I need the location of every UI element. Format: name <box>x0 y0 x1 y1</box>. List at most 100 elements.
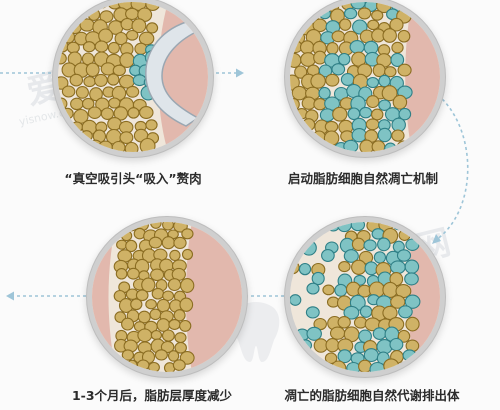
fat-cell <box>359 139 374 152</box>
dying-fat-cell <box>405 238 420 251</box>
fat-cell <box>82 41 96 53</box>
fat-cell <box>337 316 351 329</box>
fat-cell <box>108 97 121 109</box>
dying-fat-cell <box>306 326 322 341</box>
step-3-illustration <box>290 222 440 372</box>
fat-cell <box>141 277 156 293</box>
dying-fat-cell <box>404 259 420 274</box>
step-4-illustration <box>92 222 242 372</box>
fat-cell <box>384 66 397 78</box>
fat-cell <box>167 350 180 362</box>
dying-fat-cell <box>306 282 320 295</box>
fat-cell <box>174 332 187 344</box>
dying-fat-cell <box>372 327 387 340</box>
fat-cell <box>310 73 326 89</box>
fat-cell <box>174 341 187 354</box>
dying-fat-cell <box>343 7 358 20</box>
fat-cell <box>397 63 412 77</box>
fat-cell <box>381 85 398 102</box>
fat-cell <box>405 316 420 332</box>
fat-cell <box>179 319 192 332</box>
fat-cell <box>169 249 181 262</box>
fat-cell <box>358 250 374 265</box>
fat-cell <box>173 309 186 322</box>
fat-cell <box>392 94 408 110</box>
fat-cell <box>300 52 316 67</box>
fat-cell <box>365 118 380 131</box>
fat-cell <box>391 129 405 142</box>
fat-cell <box>145 119 158 131</box>
fat-cell <box>372 63 386 78</box>
fat-cell <box>156 318 171 332</box>
fat-cell <box>313 50 327 65</box>
dying-fat-cell <box>311 271 325 286</box>
fat-cell <box>161 329 175 342</box>
dying-fat-cell <box>363 348 379 363</box>
dying-fat-cell <box>351 128 367 143</box>
fat-cell <box>391 41 404 54</box>
fat-cell <box>130 298 143 311</box>
fat-cell <box>58 76 69 90</box>
dying-fat-cell <box>363 239 377 252</box>
dying-fat-cell <box>390 52 405 67</box>
fat-cell <box>69 73 84 87</box>
fat-cell <box>301 96 316 110</box>
step-3-caption: 凋亡的脂肪细胞自然代谢排出体 <box>284 388 460 403</box>
fat-cell <box>89 87 103 102</box>
fat-cell <box>87 106 102 119</box>
fat-cell <box>168 319 181 330</box>
fat-cell <box>124 141 139 152</box>
fat-cell <box>125 239 138 253</box>
fat-cell <box>173 236 187 250</box>
fat-cell <box>371 10 384 21</box>
fat-cell <box>134 42 148 55</box>
fat-cell <box>397 29 411 43</box>
fat-cell <box>125 7 139 21</box>
dying-fat-cell <box>404 294 421 309</box>
fat-cell <box>332 106 348 122</box>
dying-fat-cell <box>321 249 335 262</box>
fat-cell <box>326 42 339 55</box>
fat-cell <box>113 289 127 303</box>
dying-fat-cell <box>364 261 379 276</box>
fat-cell <box>322 284 335 296</box>
dying-fat-cell <box>359 305 373 318</box>
fat-cell <box>179 297 194 312</box>
fat-cell <box>148 236 163 249</box>
fat-cell <box>382 305 398 321</box>
dying-fat-cell <box>298 262 312 276</box>
fat-cell <box>131 18 147 34</box>
arrow-head-left <box>6 291 14 301</box>
dying-fat-cell <box>290 294 302 306</box>
dying-fat-cell <box>377 237 391 252</box>
fat-cell <box>161 236 176 250</box>
dying-fat-cell <box>371 228 385 240</box>
fat-cell <box>125 85 140 98</box>
fat-cell <box>338 261 351 273</box>
fat-cell <box>172 359 186 371</box>
dying-fat-cell <box>378 74 391 88</box>
fat-cell <box>382 281 399 298</box>
fat-cell <box>167 278 182 292</box>
fat-cell <box>162 222 174 231</box>
dying-fat-cell <box>305 306 320 319</box>
fat-cell <box>121 349 135 361</box>
step-2-caption: 启动脂肪细胞自然凋亡机制 <box>287 171 438 186</box>
dying-fat-cell <box>398 107 412 121</box>
fat-cell <box>120 17 134 31</box>
fat-cell <box>85 62 100 78</box>
vacuum-head-icon <box>145 21 200 127</box>
fat-cell <box>181 228 194 240</box>
fat-cell <box>294 65 308 79</box>
dying-fat-cell <box>337 52 351 66</box>
fat-cell <box>325 73 340 87</box>
fat-cell <box>139 137 156 152</box>
fat-cell <box>351 237 366 251</box>
dying-fat-cell <box>334 283 348 297</box>
fat-cell <box>329 326 346 340</box>
fat-cell <box>137 310 151 324</box>
dying-fat-cell <box>390 260 406 275</box>
fat-cell <box>66 41 80 54</box>
fat-cell <box>357 7 372 20</box>
dying-fat-cell <box>359 106 373 119</box>
